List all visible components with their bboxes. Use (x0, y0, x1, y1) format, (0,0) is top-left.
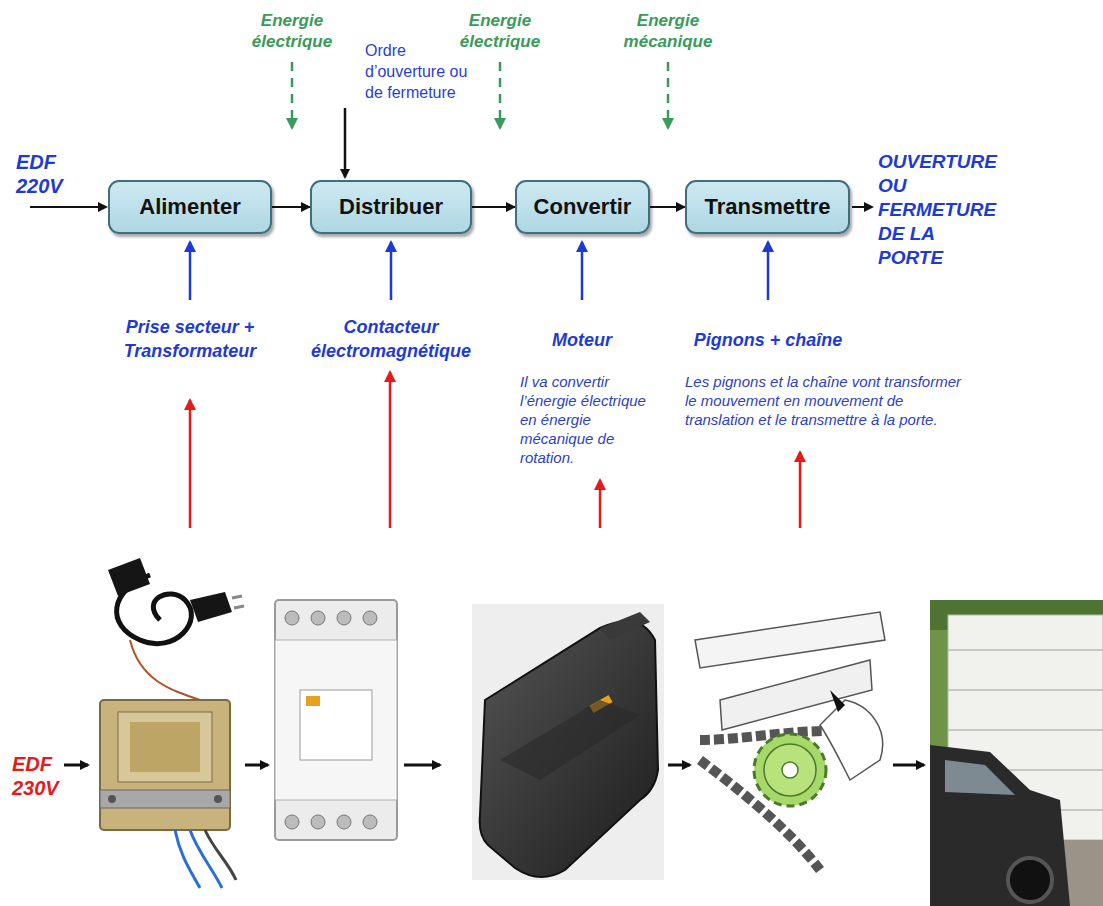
contactor-picture (337, 815, 351, 829)
plug-picture (190, 592, 232, 622)
transformer-picture (100, 790, 230, 808)
component-arrow (390, 242, 393, 300)
contactor-picture (275, 600, 397, 840)
flow-connector (650, 206, 685, 208)
function-box: Alimenter (108, 180, 272, 234)
energy-arrow (667, 62, 670, 128)
flow-arrow (404, 764, 440, 767)
garage-photo (945, 760, 1015, 795)
chain-picture (764, 744, 816, 796)
contactor-picture (311, 815, 325, 829)
description-text: Il va convertir l’énergie électrique en … (520, 372, 655, 467)
function-box: Transmettre (685, 180, 850, 234)
transformer-picture (108, 795, 116, 803)
order-arrow (344, 108, 347, 177)
transformer-picture (205, 830, 236, 880)
energy-arrow (499, 62, 502, 128)
flow-arrow (893, 764, 924, 767)
box-title: Alimenter (139, 194, 240, 220)
garage-photo (930, 600, 1103, 906)
plug-picture (232, 596, 242, 598)
flow-connector (272, 206, 310, 208)
flow-arrow (64, 764, 88, 767)
motor-picture (500, 700, 640, 780)
energy-label: Energie électrique (242, 10, 342, 52)
plug-picture (108, 558, 150, 596)
order-arrow (345, 108, 346, 177)
plug-picture (108, 558, 244, 700)
energy-label: Energie mécanique (618, 10, 718, 52)
component-label: Pignons + chaîne (683, 328, 853, 352)
output-label: OUVERTURE OU FERMETURE DE LA PORTE (878, 150, 1000, 270)
chain-picture (830, 690, 845, 712)
description-text: Les pignons et la chaîne vont transforme… (685, 372, 975, 429)
garage-photo (948, 729, 1103, 731)
component-label: Contacteur électromagnétique (300, 315, 482, 363)
component-arrow (767, 242, 770, 300)
garage-photo (930, 745, 1070, 906)
garage-photo (930, 600, 1103, 906)
box-title: Convertir (534, 194, 632, 220)
contactor-picture (337, 611, 351, 625)
energy-arrow (292, 62, 668, 128)
chain-picture (754, 734, 826, 806)
input-arrow (30, 207, 106, 208)
contactor-picture (285, 815, 299, 829)
contactor-picture (300, 690, 372, 760)
plug-picture (234, 606, 244, 608)
transformer-picture (118, 712, 212, 782)
supply-label: EDF 230V (12, 752, 62, 800)
output-arrow (852, 206, 872, 208)
contactor-picture (275, 640, 397, 800)
box-title: Transmettre (705, 194, 831, 220)
garage-photo (948, 689, 1103, 691)
motor-picture (472, 604, 664, 880)
contactor-picture (363, 611, 377, 625)
garage-photo (1008, 858, 1052, 902)
motor-picture (472, 604, 664, 880)
contactor-picture (285, 611, 377, 829)
contactor-picture (311, 611, 325, 625)
supply-label: EDF 220V (16, 150, 78, 198)
motor-picture (600, 612, 650, 640)
function-box: Convertir (515, 180, 650, 234)
flow-arrow (668, 764, 690, 767)
picture-arrow (599, 480, 602, 528)
box-title: Distribuer (339, 194, 443, 220)
contactor-picture (275, 600, 397, 840)
transformer-picture (130, 722, 200, 772)
transformer-picture (175, 830, 200, 888)
picture-arrow (799, 452, 802, 528)
chain-picture (695, 612, 885, 668)
output-arrow (852, 207, 872, 208)
transformer-picture (100, 700, 230, 830)
energy-label: Energie électrique (450, 10, 550, 52)
picture-arrow (389, 372, 392, 528)
component-arrow (189, 242, 192, 300)
energy-arrow (291, 62, 294, 128)
input-arrow (30, 206, 106, 208)
chain-picture (695, 612, 885, 870)
function-box: Distribuer (310, 180, 472, 234)
plug-picture (130, 640, 200, 700)
component-label: Moteur (542, 328, 622, 352)
component-label: Prise secteur + Transformateur (120, 315, 260, 363)
garage-photo (948, 649, 1103, 651)
component-arrow (581, 242, 584, 300)
contactor-picture (363, 815, 377, 829)
chain-picture (820, 700, 883, 780)
contactor-picture (306, 696, 320, 706)
flow-connector (472, 206, 515, 208)
picture-arrow (189, 400, 192, 528)
flow-arrow (245, 764, 268, 767)
transformer-picture (214, 795, 222, 803)
chain-picture (782, 762, 798, 778)
component-arrow (190, 242, 768, 300)
contactor-picture (285, 611, 299, 625)
motor-picture (480, 621, 658, 877)
transformer-picture (190, 830, 222, 888)
transformer-picture (100, 700, 236, 888)
